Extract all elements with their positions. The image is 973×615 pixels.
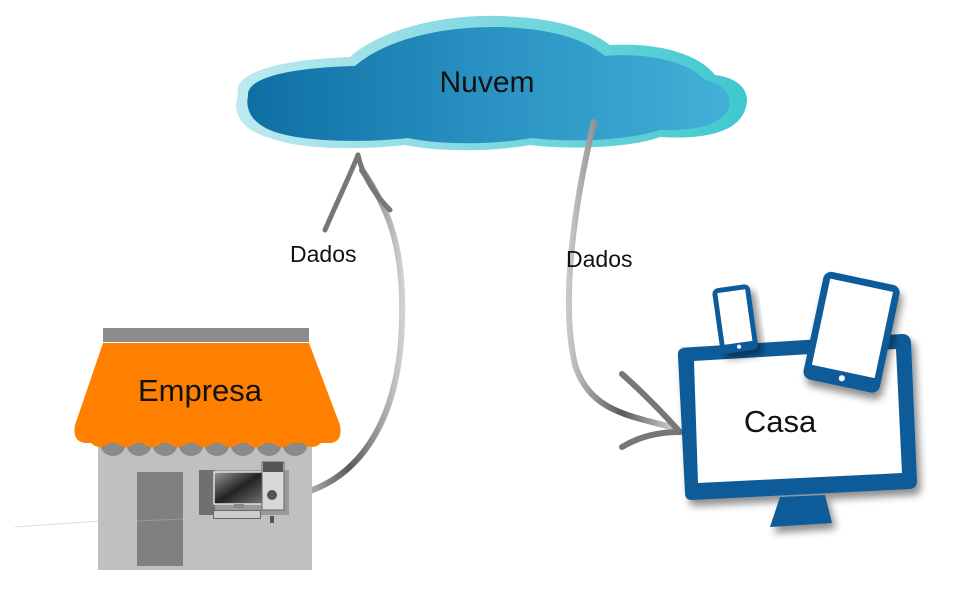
arrow-shaft bbox=[565, 119, 678, 431]
arrow-company-to-cloud: Dados bbox=[290, 152, 406, 498]
edge-label-download: Dados bbox=[566, 246, 632, 272]
arrow-shaft bbox=[293, 167, 406, 498]
arrowhead-right bbox=[355, 152, 393, 213]
arrow-cloud-to-home: Dados bbox=[565, 119, 683, 450]
cloud-icon bbox=[236, 15, 747, 151]
company-node: Empresa bbox=[14, 328, 341, 570]
smartphone-icon bbox=[712, 284, 758, 354]
desktop-computer-icon bbox=[199, 461, 289, 523]
cloud-label: Nuvem bbox=[439, 66, 534, 99]
edge-label-upload: Dados bbox=[290, 241, 356, 267]
home-node: Casa bbox=[677, 271, 917, 527]
tablet-icon bbox=[803, 271, 900, 393]
company-label: Empresa bbox=[138, 373, 263, 408]
arrowhead-top bbox=[619, 371, 683, 435]
cloud-node: Nuvem bbox=[236, 15, 747, 151]
devices-icon bbox=[677, 271, 917, 527]
arrowhead-left bbox=[322, 152, 361, 233]
storefront-icon bbox=[14, 328, 341, 570]
awning-top-bar bbox=[103, 328, 309, 342]
door-line bbox=[136, 518, 184, 522]
ground-line bbox=[14, 520, 101, 528]
home-label: Casa bbox=[744, 404, 817, 439]
awning bbox=[74, 343, 341, 443]
arrowhead-bottom bbox=[619, 429, 683, 450]
